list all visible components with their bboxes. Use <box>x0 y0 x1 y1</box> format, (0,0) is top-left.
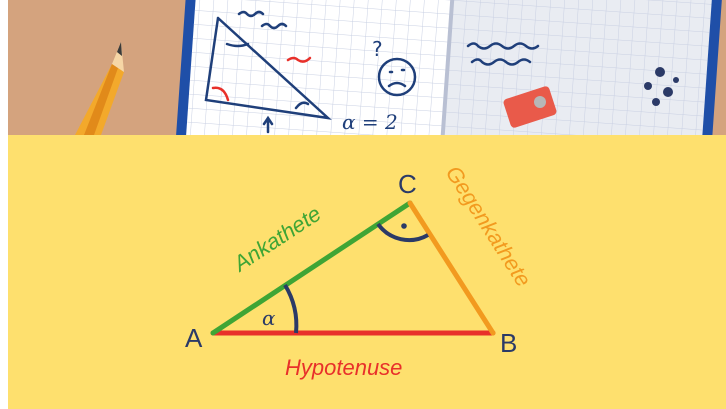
vertex-label-a: A <box>185 323 203 353</box>
notebook-formula: α = 2 <box>342 110 398 134</box>
diagram-board <box>8 135 726 409</box>
notebook-sketch <box>204 10 540 134</box>
angle-label: α <box>262 306 276 330</box>
hypotenuse-label: Hypotenuse <box>285 355 402 380</box>
opposite-side-line <box>407 200 496 336</box>
notebook-question-mark: ? <box>372 37 383 61</box>
vertex-label-c: C <box>398 169 417 199</box>
left-margin <box>0 0 8 409</box>
right-angle-arc <box>376 222 429 243</box>
shavings-icon <box>644 67 679 106</box>
notebook <box>175 0 724 189</box>
angle-alpha-arc <box>283 283 299 334</box>
right-angle-dot <box>401 223 407 229</box>
vertex-label-b: B <box>500 328 517 358</box>
pencil-icon <box>75 42 124 135</box>
sharpener-icon <box>503 86 557 128</box>
